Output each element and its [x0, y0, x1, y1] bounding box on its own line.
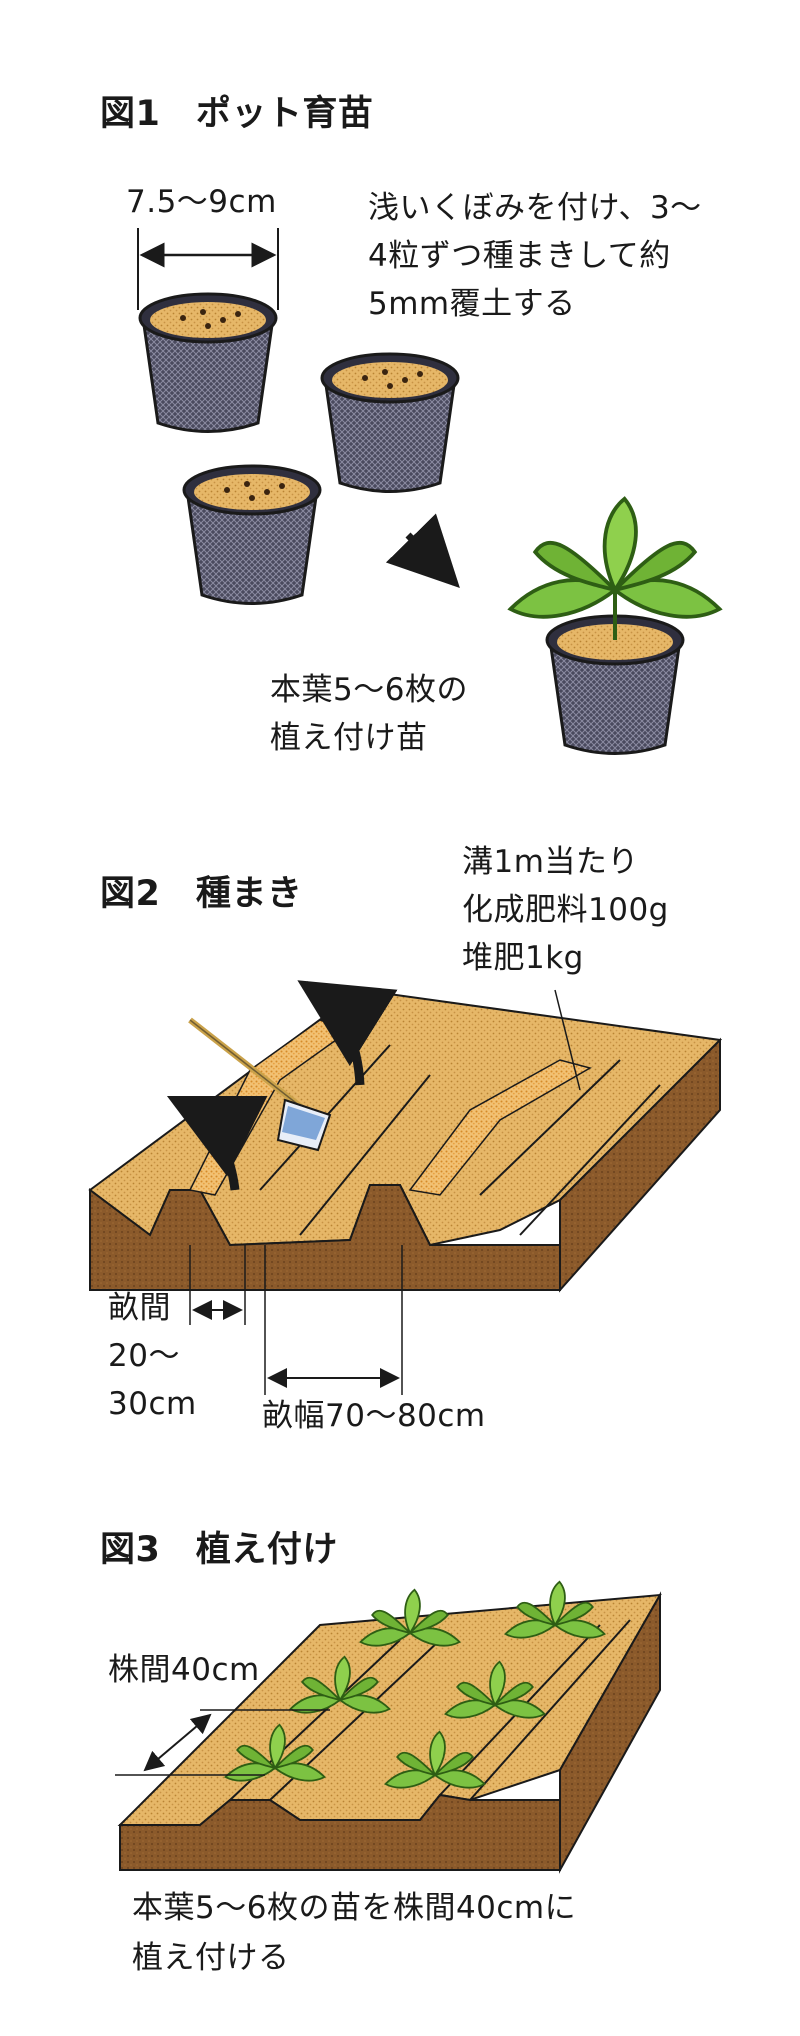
fig3-illustration [115, 1580, 662, 1874]
planting-note-line-2: 植え付ける [132, 1940, 290, 1976]
seedling-note-line-2: 植え付け苗 [270, 720, 428, 756]
fertilizer-note-line-2: 化成肥料100g [462, 892, 669, 928]
pot-width-label: 7.5〜9cm [126, 184, 277, 220]
fig1-title: 図1 ポット育苗 [100, 94, 374, 134]
furrow-spacing-line-3: 30cm [108, 1386, 197, 1422]
seedling-note-line-1: 本葉5〜6枚の [270, 672, 468, 708]
fig2-illustration [88, 980, 723, 1395]
ridge-width-label: 畝幅70〜80cm [262, 1398, 486, 1434]
sowing-note-line-1: 浅いくぼみを付け、3〜 [368, 190, 702, 226]
plant-spacing-label: 株間40cm [108, 1652, 260, 1688]
fig1-illustration [137, 228, 722, 755]
fig3-title: 図3 植え付け [100, 1530, 338, 1570]
sowing-note-line-2: 4粒ずつ種まきして約 [368, 238, 671, 274]
furrow-spacing-line-2: 20〜 [108, 1338, 180, 1374]
sowing-note-line-3: 5mm覆土する [368, 286, 576, 322]
planting-note-line-1: 本葉5〜6枚の苗を株間40cmに [132, 1890, 577, 1926]
furrow-spacing-line-1: 畝間 [108, 1290, 171, 1326]
fig2-title: 図2 種まき [100, 874, 303, 914]
fertilizer-note-line-1: 溝1m当たり [462, 844, 639, 880]
fertilizer-note-line-3: 堆肥1kg [462, 940, 584, 976]
